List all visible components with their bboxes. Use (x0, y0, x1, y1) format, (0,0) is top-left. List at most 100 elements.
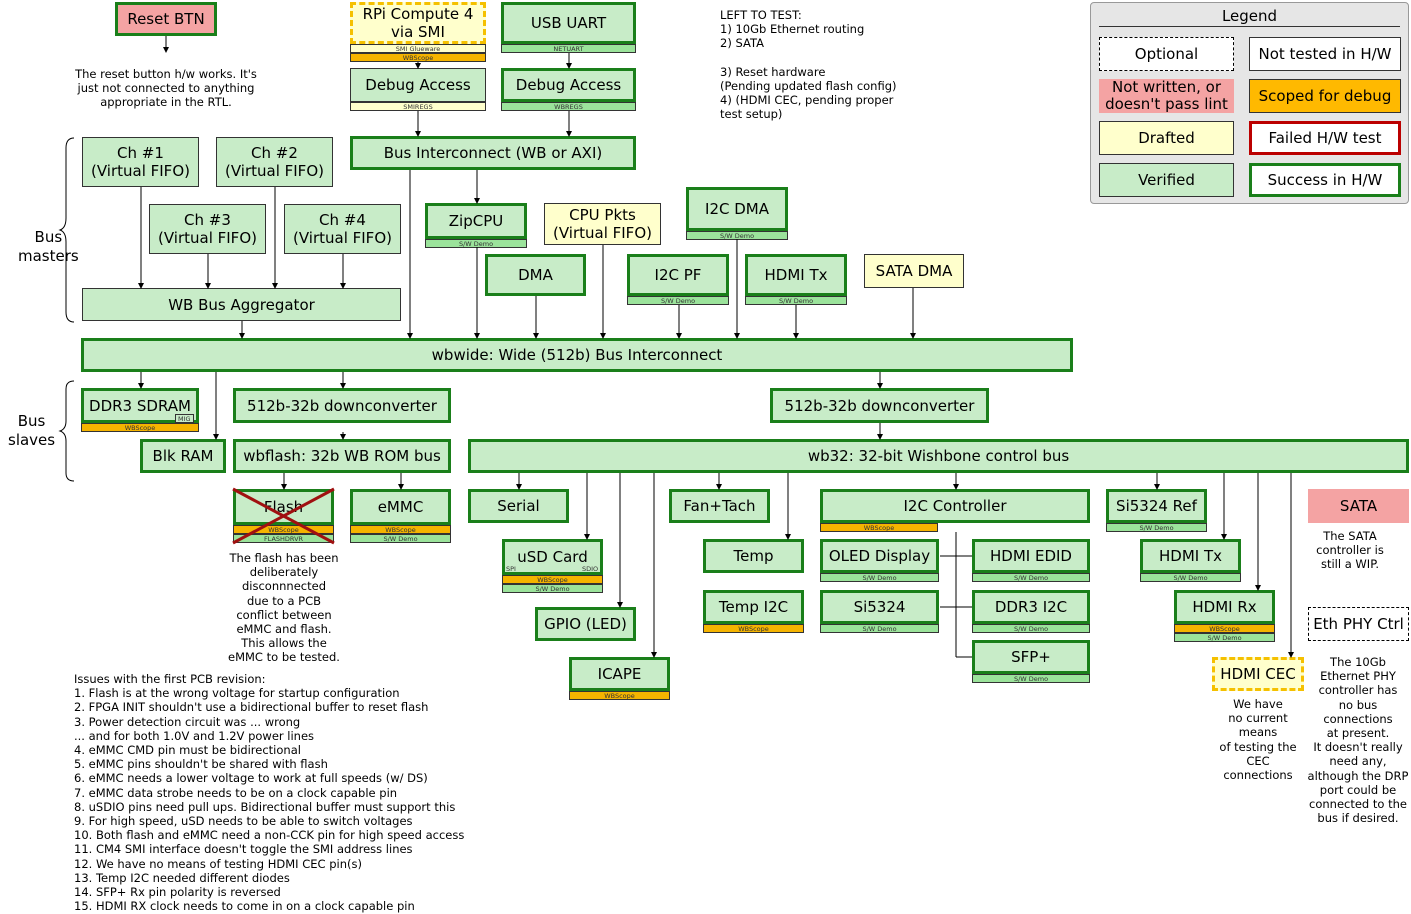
block-label: DMA (518, 266, 553, 284)
block-tag: SMIREGS (350, 102, 486, 111)
block-serial: Serial (468, 489, 569, 523)
block-label: WB Bus Aggregator (168, 295, 315, 314)
block-tag: S/W Demo (350, 534, 451, 543)
block-hdmiedid: HDMI EDID (972, 539, 1090, 573)
block-ch2: Ch #2 (Virtual FIFO) (216, 137, 333, 187)
block-i2cdma: I2C DMA (686, 187, 788, 231)
block-label: Debug Access (365, 76, 471, 94)
block-tag: WBScope (703, 624, 804, 633)
block-reset: Reset BTN (115, 2, 217, 36)
block-dbg1: Debug Access (350, 68, 486, 102)
block-label: I2C DMA (705, 200, 769, 218)
block-tag: WBScope (233, 525, 334, 534)
bus-slaves-label: Bus slaves (8, 412, 56, 449)
legend-item: Not written, or doesn't pass lint (1099, 79, 1234, 113)
block-label: Debug Access (515, 76, 622, 94)
block-label: GPIO (LED) (544, 615, 627, 633)
block-label: SATA (1339, 497, 1378, 515)
block-label: 512b-32b downconverter (247, 396, 437, 415)
block-label: DDR3 SDRAM (89, 396, 191, 415)
block-label: HDMI EDID (990, 547, 1072, 565)
block-rpi: RPi Compute 4 via SMI (350, 2, 486, 44)
block-label: Ch #1 (Virtual FIFO) (91, 144, 190, 180)
block-label: Ch #4 (Virtual FIFO) (293, 211, 392, 247)
block-label: DDR3 I2C (994, 598, 1068, 616)
block-tag: WBScope (1174, 624, 1275, 633)
block-wbflash: wbflash: 32b WB ROM bus (233, 439, 451, 473)
block-tag: WBREGS (501, 102, 636, 111)
block-label: ZipCPU (448, 212, 504, 230)
bus-masters-label: Bus masters (18, 228, 79, 265)
block-label: OLED Display (828, 547, 931, 565)
block-label: Temp (733, 547, 774, 565)
block-ch4: Ch #4 (Virtual FIFO) (284, 204, 401, 254)
block-dma: DMA (485, 254, 586, 296)
block-tag: S/W Demo (745, 296, 847, 305)
block-si5324ref: Si5324 Ref (1106, 489, 1207, 523)
block-tag: WBScope (81, 423, 199, 432)
block-sfp: SFP+ (972, 640, 1090, 674)
block-wbagg: WB Bus Aggregator (82, 288, 401, 321)
block-wbwide: wbwide: Wide (512b) Bus Interconnect (81, 338, 1073, 372)
block-tag: S/W Demo (972, 674, 1090, 683)
legend-item: Verified (1099, 163, 1234, 197)
block-tag: S/W Demo (1140, 573, 1241, 582)
block-label: I2C PF (654, 266, 702, 284)
block-tag: WBScope (569, 691, 670, 700)
block-label: wbwide: Wide (512b) Bus Interconnect (431, 346, 723, 364)
block-ch3: Ch #3 (Virtual FIFO) (149, 204, 266, 254)
bus-slaves-brace (58, 380, 75, 482)
block-hdmirx: HDMI Rx (1174, 590, 1275, 624)
block-ddr3: DDR3 SDRAM (81, 388, 199, 423)
block-i2cpf: I2C PF (627, 254, 729, 296)
eth-phy-note: The 10Gb Ethernet PHY controller has no … (1307, 655, 1409, 826)
legend-title: Legend (1099, 7, 1400, 27)
block-tag: S/W Demo (502, 584, 603, 593)
block-label: Reset BTN (127, 10, 205, 28)
block-flash: Flash (233, 489, 334, 525)
block-label: HDMI CEC (1220, 665, 1296, 683)
block-label: Temp I2C (718, 598, 789, 616)
block-tag: WBScope (820, 523, 938, 532)
block-usd: uSD Card (502, 539, 603, 575)
block-hdmitx2: HDMI Tx (1140, 539, 1241, 573)
block-label: RPi Compute 4 via SMI (362, 5, 474, 41)
block-tempi2c: Temp I2C (703, 590, 804, 624)
reset-note: The reset button h/w works. It's just no… (75, 67, 257, 110)
block-usbuart: USB UART (501, 2, 636, 44)
block-hdmicec: HDMI CEC (1212, 657, 1304, 691)
block-satadma: SATA DMA (864, 254, 964, 288)
block-tag: WBScope (350, 53, 486, 62)
block-label: USB UART (530, 14, 607, 32)
block-cpupkts: CPU Pkts (Virtual FIFO) (544, 203, 661, 245)
block-dbg2: Debug Access (501, 68, 636, 102)
block-tag: S/W Demo (627, 296, 729, 305)
block-hdmitx1: HDMI Tx (745, 254, 847, 296)
legend-item: Scoped for debug (1249, 79, 1401, 113)
block-tag: SMI Glueware (350, 44, 486, 53)
block-si5324: Si5324 (820, 590, 939, 624)
block-label: I2C Controller (903, 497, 1007, 515)
block-label: CPU Pkts (Virtual FIFO) (553, 206, 652, 242)
block-wb32: wb32: 32-bit Wishbone control bus (468, 439, 1409, 473)
block-label: 512b-32b downconverter (784, 396, 975, 415)
block-i2cctl: I2C Controller (820, 489, 1090, 523)
block-tag: S/W Demo (1174, 633, 1275, 642)
block-tag: S/W Demo (972, 573, 1090, 582)
block-label: eMMC (377, 498, 424, 516)
block-label: wb32: 32-bit Wishbone control bus (807, 447, 1070, 465)
block-tag: FLASHDRVR (233, 534, 334, 543)
flash-cross-mark (232, 487, 335, 545)
block-label: HDMI Tx (1158, 547, 1222, 565)
block-label: HDMI Tx (764, 266, 828, 284)
block-label: Si5324 (853, 598, 906, 616)
mini-label: SDIO (582, 565, 599, 573)
block-tag: S/W Demo (820, 573, 939, 582)
block-label: uSD Card (517, 548, 588, 566)
legend-item: Optional (1099, 37, 1234, 71)
block-zipcpu: ZipCPU (425, 203, 527, 239)
pcb-issues-list: Issues with the first PCB revision: 1. F… (74, 672, 465, 914)
block-tag: S/W Demo (425, 239, 527, 248)
block-label: Si5324 Ref (1116, 497, 1197, 515)
block-dc2: 512b-32b downconverter (770, 388, 989, 423)
